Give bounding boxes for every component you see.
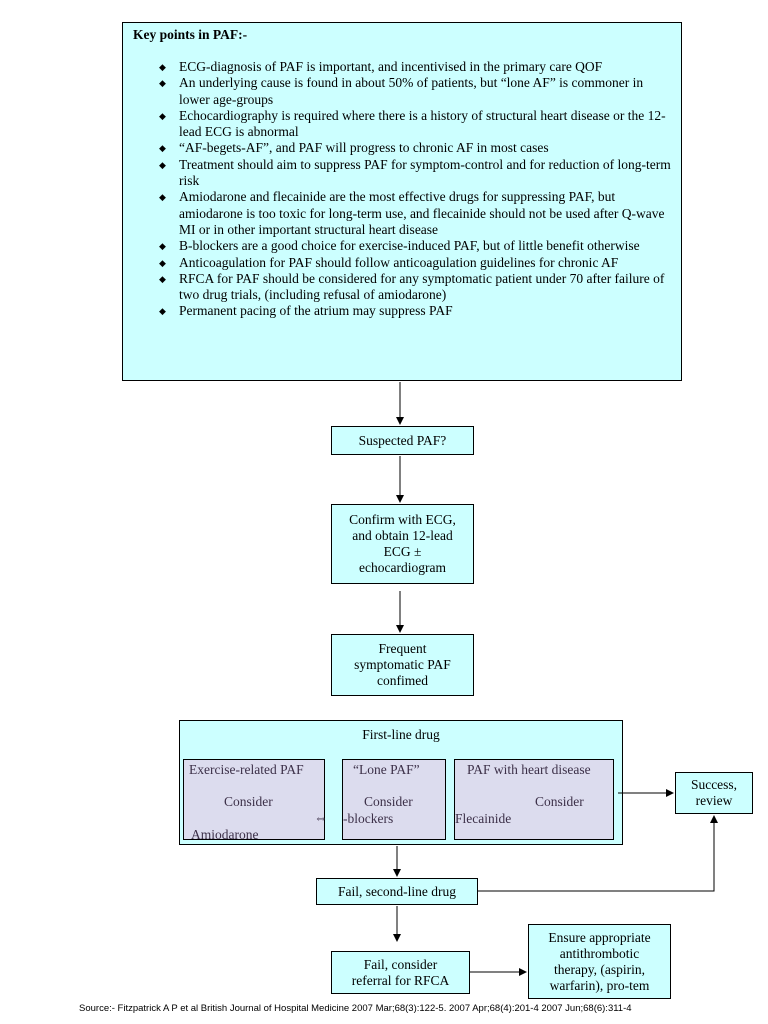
- key-point: ◆Anticoagulation for PAF should follow a…: [159, 254, 619, 270]
- bullet-icon: ◆: [159, 273, 166, 284]
- exercise-related-option: Exercise-related PAF Consider Amiodarone: [183, 759, 325, 842]
- rfca-referral-box: Fail, consider referral for RFCA: [331, 951, 470, 994]
- bullet-icon: ◆: [159, 110, 166, 121]
- rfca-referral-text: Fail, consider referral for RFCA: [351, 956, 450, 988]
- bullet-icon: ◆: [159, 306, 166, 317]
- heart-disease-option: PAF with heart disease Consider Flecaini…: [454, 759, 614, 840]
- b-symbol-icon: ⇔: [314, 810, 328, 825]
- antithrombotic-box: Ensure appropriate antithrombotic therap…: [528, 924, 671, 999]
- key-points-title: Key points in PAF:-: [133, 27, 248, 42]
- exercise-related-label: Exercise-related PAF: [189, 762, 304, 777]
- confirm-ecg-text: Confirm with ECG, and obtain 12-lead ECG…: [349, 512, 456, 575]
- exercise-consider-label: Consider: [224, 794, 273, 809]
- success-review-box: Success, review: [675, 772, 753, 814]
- arrow-secondline-to-success: [478, 815, 718, 892]
- lone-consider-label: Consider: [364, 794, 413, 809]
- first-line-drug-box: First-line drug Exercise-related PAF Con…: [179, 720, 623, 845]
- bullet-icon: ◆: [159, 192, 166, 203]
- key-points-list: ◆ECG-diagnosis of PAF is important, and …: [133, 59, 671, 320]
- first-line-drug-title: First-line drug: [362, 727, 440, 742]
- bullet-icon: ◆: [159, 78, 166, 89]
- bullet-icon: ◆: [159, 62, 166, 72]
- bullet-icon: ◆: [159, 143, 166, 154]
- key-point: ◆An underlying cause is found in about 5…: [159, 75, 644, 107]
- key-point: ◆RFCA for PAF should be considered for a…: [159, 270, 665, 303]
- bullet-icon: ◆: [159, 159, 166, 170]
- suspected-paf-box: Suspected PAF?: [331, 426, 474, 455]
- antithrombotic-text: Ensure appropriate antithrombotic therap…: [548, 929, 651, 993]
- second-line-drug-label: Fail, second-line drug: [337, 883, 457, 899]
- key-point: ◆Treatment should aim to suppress PAF fo…: [159, 156, 671, 189]
- key-point: ◆“AF-begets-AF”, and PAF will progress t…: [159, 140, 549, 156]
- heart-consider-label: Consider: [535, 794, 584, 809]
- key-points-box: Key points in PAF:- ◆ECG-diagnosis of PA…: [122, 22, 682, 381]
- frequent-paf-text: Frequent symptomatic PAF confimed: [354, 641, 451, 688]
- key-point: ◆ECG-diagnosis of PAF is important, and …: [159, 59, 603, 74]
- frequent-paf-box: Frequent symptomatic PAF confimed: [331, 634, 474, 696]
- bullet-icon: ◆: [159, 257, 166, 268]
- confirm-ecg-box: Confirm with ECG, and obtain 12-lead ECG…: [331, 504, 474, 584]
- lone-paf-label: “Lone PAF”: [353, 762, 420, 777]
- key-point: ◆B-blockers are a good choice for exerci…: [159, 238, 640, 254]
- key-point: ◆Echocardiography is required where ther…: [159, 107, 666, 140]
- amiodarone-label: Amiodarone: [191, 827, 259, 842]
- success-review-text: Success, review: [690, 777, 738, 808]
- flecainide-label: Flecainide: [455, 811, 512, 826]
- second-line-drug-box: Fail, second-line drug: [316, 878, 478, 905]
- source-citation: Source:- Fitzpatrick A P et al British J…: [79, 1003, 632, 1014]
- suspected-paf-label: Suspected PAF?: [358, 432, 447, 448]
- bullet-icon: ◆: [159, 241, 166, 252]
- key-point: ◆Permanent pacing of the atrium may supp…: [159, 303, 453, 319]
- heart-disease-label: PAF with heart disease: [467, 762, 591, 777]
- lone-paf-option: “Lone PAF” Consider -blockers: [342, 759, 446, 840]
- key-point: ◆Amiodarone and flecainide are the most …: [159, 189, 665, 237]
- b-blockers-label: -blockers: [343, 811, 394, 826]
